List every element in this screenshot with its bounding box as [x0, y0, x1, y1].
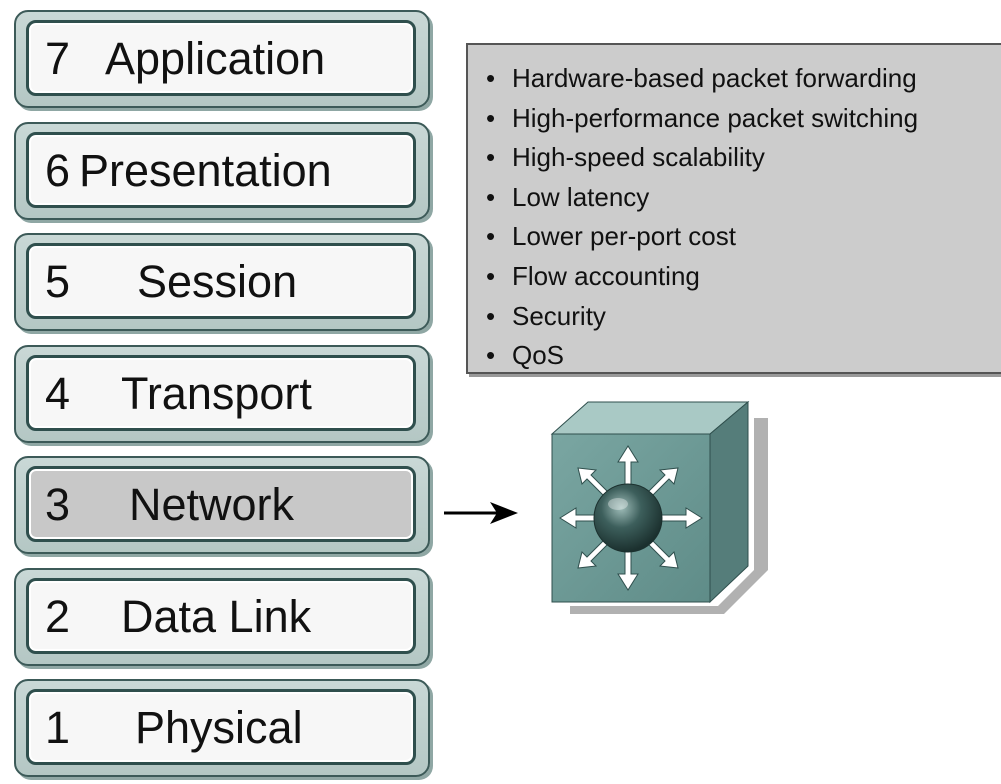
cube-side-face — [709, 400, 749, 604]
features-panel: • Hardware-based packet forwarding • High-… — [466, 43, 1001, 374]
feature-item: • Lower per-port cost — [486, 217, 1001, 257]
bullet-icon: • — [486, 63, 496, 93]
layer-number: 7 — [45, 32, 71, 84]
feature-item: • Hardware-based packet forwarding — [486, 59, 1001, 99]
feature-text: Hardware-based packet forwarding — [512, 63, 917, 93]
bullet-icon: • — [486, 260, 496, 291]
layer-name: Physical — [135, 701, 303, 753]
feature-text: Low latency — [512, 181, 650, 212]
bullet-icon: • — [486, 300, 496, 331]
layer-4-transport: 4 Transport — [14, 345, 430, 443]
layer-1-physical: 1 Physical — [14, 679, 430, 777]
layer-name: Presentation — [79, 144, 332, 196]
layer-name: Data Link — [121, 590, 312, 642]
layer3-switch-icon — [550, 400, 768, 614]
feature-text: Lower per-port cost — [512, 221, 736, 252]
layer-number: 2 — [45, 590, 71, 642]
layer-name: Transport — [121, 367, 312, 419]
layer-5-session: 5 Session — [14, 233, 430, 331]
layer-name: Session — [137, 255, 298, 307]
feature-item: • Low latency — [486, 178, 1001, 218]
bullet-icon: • — [486, 102, 496, 133]
layer-3-network: 3 Network — [14, 456, 430, 554]
layer-label-box: 7 Application — [26, 20, 416, 96]
layer-number: 4 — [45, 367, 71, 419]
layer-label-box: 6 Presentation — [26, 132, 416, 208]
switch-core-sphere — [593, 483, 663, 553]
layer-label-box: 5 Session — [26, 243, 416, 319]
radiating-arrows-icon — [559, 445, 703, 591]
feature-item: • QoS — [486, 336, 1001, 376]
bullet-icon: • — [486, 221, 496, 252]
feature-item: • High-speed scalability — [486, 138, 1001, 178]
layer-7-application: 7 Application — [14, 10, 430, 108]
feature-text: High-performance packet switching — [512, 102, 919, 133]
layer-name: Network — [129, 478, 295, 530]
bullet-icon: • — [486, 181, 496, 212]
feature-text: High-speed scalability — [512, 142, 765, 173]
feature-item: • High-performance packet switching — [486, 99, 1001, 139]
layer-label-box: 2 Data Link — [26, 578, 416, 654]
layer-label-box: 3 Network — [26, 466, 416, 542]
feature-item: • Flow accounting — [486, 257, 1001, 297]
bullet-icon: • — [486, 340, 496, 371]
feature-text: Flow accounting — [512, 260, 700, 291]
layer-name: Application — [105, 32, 326, 84]
layer-2-data-link: 2 Data Link — [14, 568, 430, 666]
layer-number: 6 — [45, 144, 71, 196]
features-list: • Hardware-based packet forwarding • High-… — [468, 45, 1001, 376]
feature-text: QoS — [512, 340, 565, 371]
right-arrow-icon — [444, 502, 518, 524]
layer-6-presentation: 6 Presentation — [14, 122, 430, 220]
bullet-icon: • — [486, 142, 496, 173]
layer-label-box: 1 Physical — [26, 689, 416, 765]
feature-item: • Security — [486, 297, 1001, 337]
layer-number: 3 — [45, 478, 71, 530]
layer-number: 5 — [45, 255, 71, 307]
layer-number: 1 — [45, 701, 71, 753]
layer-label-box: 4 Transport — [26, 355, 416, 431]
feature-text: Security — [512, 300, 606, 331]
